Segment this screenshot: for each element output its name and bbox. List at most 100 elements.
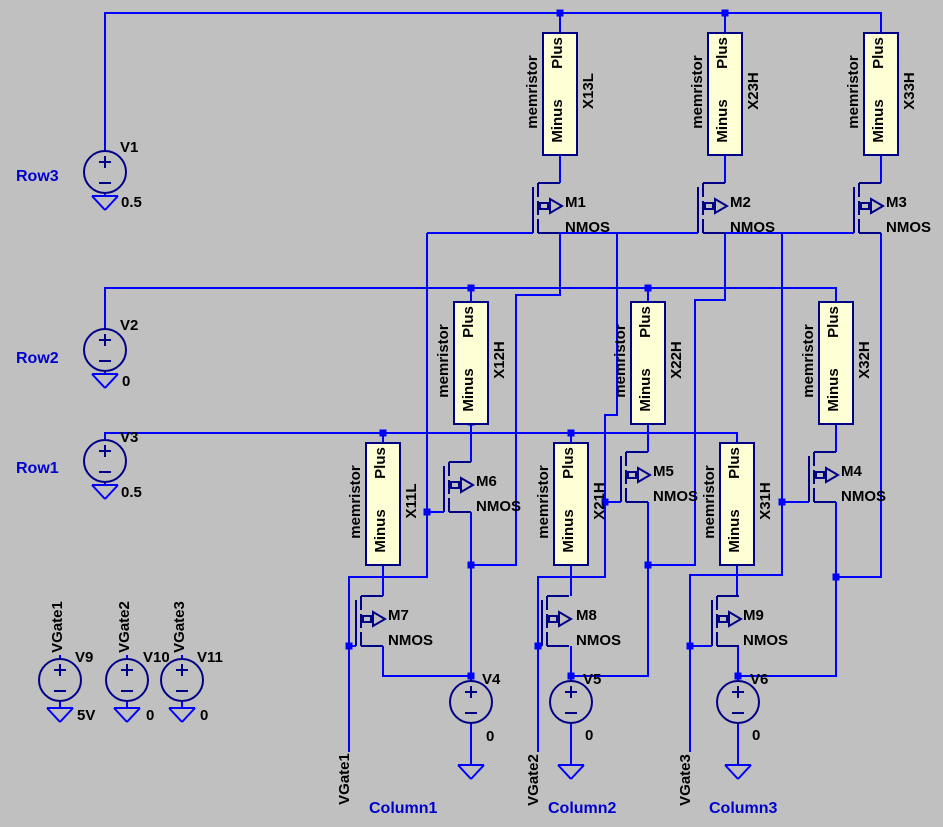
transistor-name-label[interactable]: M8 bbox=[576, 607, 597, 624]
ground-icon[interactable] bbox=[46, 707, 74, 723]
wire-source-stubs[interactable] bbox=[59, 193, 183, 708]
source-name-label[interactable]: V2 bbox=[120, 317, 138, 334]
net-label-row2[interactable]: Row2 bbox=[16, 350, 59, 367]
voltage-source-v5[interactable]: V5 0 bbox=[549, 671, 601, 780]
voltage-source-v1[interactable]: V1 0.5 bbox=[83, 139, 142, 211]
source-name-label[interactable]: V4 bbox=[482, 671, 501, 688]
net-label-column2[interactable]: Column2 bbox=[548, 800, 617, 817]
memristor-x22h[interactable]: memristor Plus Minus X22H bbox=[612, 301, 685, 425]
ground-icon[interactable] bbox=[91, 484, 119, 500]
voltage-source-v11[interactable]: VGate3 V11 0 bbox=[160, 601, 223, 724]
wire-net-vgate3[interactable] bbox=[689, 233, 809, 752]
transistor-model-label[interactable]: NMOS bbox=[653, 488, 698, 505]
transistor-model-label[interactable]: NMOS bbox=[841, 488, 886, 505]
memristor-x11l[interactable]: memristor Plus Minus X11L bbox=[347, 442, 420, 566]
transistor-model-label[interactable]: NMOS bbox=[476, 498, 521, 515]
wire-net-column1[interactable] bbox=[382, 233, 561, 765]
source-name-label[interactable]: V5 bbox=[583, 671, 601, 688]
transistor-m5[interactable]: M5 NMOS bbox=[620, 451, 698, 505]
voltage-source-v4[interactable]: V4 0 bbox=[449, 671, 501, 780]
source-value-label[interactable]: 0 bbox=[122, 373, 130, 390]
transistor-m8[interactable]: M8 NMOS bbox=[541, 595, 621, 649]
memristor-x23h[interactable]: memristor Plus Minus X23H bbox=[689, 32, 762, 156]
voltage-source-v2[interactable]: V2 0 bbox=[83, 317, 138, 390]
memristor-instance-label[interactable]: X23H bbox=[745, 72, 762, 110]
memristor-x12h[interactable]: memristor Plus Minus X12H bbox=[435, 301, 508, 425]
wire-net-column3[interactable] bbox=[737, 233, 882, 765]
ground-icon[interactable] bbox=[91, 373, 119, 389]
memristor-instance-label[interactable]: X22H bbox=[668, 341, 685, 379]
source-name-label[interactable]: V6 bbox=[750, 671, 768, 688]
net-label-vgate1-flag[interactable]: VGate1 bbox=[49, 601, 66, 653]
transistor-model-label[interactable]: NMOS bbox=[388, 632, 433, 649]
source-name-label[interactable]: V10 bbox=[143, 649, 170, 666]
net-label-vgate2-flag[interactable]: VGate2 bbox=[116, 601, 133, 653]
memristor-instance-label[interactable]: X11L bbox=[403, 483, 420, 518]
source-name-label[interactable]: V11 bbox=[197, 649, 223, 666]
voltage-source-v10[interactable]: VGate2 V10 0 bbox=[105, 601, 170, 724]
memristor-x33h[interactable]: memristor Plus Minus X33H bbox=[845, 32, 918, 156]
source-name-label[interactable]: V1 bbox=[120, 139, 138, 156]
transistor-name-label[interactable]: M5 bbox=[653, 463, 674, 480]
source-value-label[interactable]: 5V bbox=[77, 707, 95, 724]
transistor-name-label[interactable]: M6 bbox=[476, 473, 497, 490]
source-value-label[interactable]: 0 bbox=[752, 727, 760, 744]
ground-icon[interactable] bbox=[113, 707, 141, 723]
wire-net-column2[interactable] bbox=[570, 233, 726, 765]
net-label-vgate3[interactable]: VGate3 bbox=[677, 754, 694, 806]
source-value-label[interactable]: 0.5 bbox=[121, 484, 142, 501]
wire-memristor-bottom-pins[interactable] bbox=[382, 155, 882, 596]
source-value-label[interactable]: 0 bbox=[585, 727, 593, 744]
net-label-vgate1[interactable]: VGate1 bbox=[336, 753, 353, 805]
memristor-instance-label[interactable]: X32H bbox=[856, 341, 873, 379]
voltage-source-v6[interactable]: V6 0 bbox=[716, 671, 768, 780]
transistor-model-label[interactable]: NMOS bbox=[886, 219, 931, 236]
memristor-instance-label[interactable]: X13L bbox=[580, 73, 597, 109]
transistor-model-label[interactable]: NMOS bbox=[730, 219, 775, 236]
transistor-name-label[interactable]: M7 bbox=[388, 607, 409, 624]
memristor-x21h[interactable]: memristor Plus Minus X21H bbox=[535, 442, 608, 566]
transistor-name-label[interactable]: M9 bbox=[743, 607, 764, 624]
ground-icon[interactable] bbox=[724, 764, 752, 780]
memristor-instance-label[interactable]: X21H bbox=[591, 482, 608, 520]
ground-icon[interactable] bbox=[457, 764, 485, 780]
transistor-m3[interactable]: M3 NMOS bbox=[853, 182, 931, 236]
ground-icon[interactable] bbox=[91, 195, 119, 211]
net-label-vgate2[interactable]: VGate2 bbox=[525, 754, 542, 806]
wire-net-row3[interactable] bbox=[104, 12, 882, 152]
transistor-m1[interactable]: M1 NMOS bbox=[532, 182, 610, 236]
transistor-m2[interactable]: M2 NMOS bbox=[697, 182, 775, 236]
source-value-label[interactable]: 0.5 bbox=[121, 194, 142, 211]
transistor-name-label[interactable]: M3 bbox=[886, 194, 907, 211]
memristor-instance-label[interactable]: X31H bbox=[757, 482, 774, 520]
voltage-source-v3[interactable]: V3 0.5 bbox=[83, 429, 142, 501]
source-value-label[interactable]: 0 bbox=[486, 728, 494, 745]
transistor-model-label[interactable]: NMOS bbox=[743, 632, 788, 649]
memristor-instance-label[interactable]: X12H bbox=[491, 341, 508, 379]
transistor-name-label[interactable]: M1 bbox=[565, 194, 586, 211]
source-name-label[interactable]: V3 bbox=[120, 429, 138, 446]
transistor-m7[interactable]: M7 NMOS bbox=[355, 595, 433, 649]
transistor-m6[interactable]: M6 NMOS bbox=[443, 461, 521, 515]
net-label-vgate3-flag[interactable]: VGate3 bbox=[171, 601, 188, 653]
memristor-x31h[interactable]: memristor Plus Minus X31H bbox=[701, 442, 774, 566]
transistor-model-label[interactable]: NMOS bbox=[565, 219, 610, 236]
ground-icon[interactable] bbox=[168, 707, 196, 723]
transistor-model-label[interactable]: NMOS bbox=[576, 632, 621, 649]
net-label-column1[interactable]: Column1 bbox=[369, 800, 438, 817]
transistor-m9[interactable]: M9 NMOS bbox=[711, 595, 788, 649]
source-value-label[interactable]: 0 bbox=[200, 707, 208, 724]
source-name-label[interactable]: V9 bbox=[75, 649, 93, 666]
transistor-name-label[interactable]: M4 bbox=[841, 463, 862, 480]
net-label-row1[interactable]: Row1 bbox=[16, 460, 59, 477]
source-value-label[interactable]: 0 bbox=[146, 707, 154, 724]
wire-net-row1[interactable] bbox=[104, 432, 738, 443]
net-label-row3[interactable]: Row3 bbox=[16, 168, 59, 185]
voltage-source-v9[interactable]: VGate1 V9 5V bbox=[38, 601, 95, 724]
ground-icon[interactable] bbox=[557, 764, 585, 780]
memristor-instance-label[interactable]: X33H bbox=[901, 72, 918, 110]
memristor-x32h[interactable]: memristor Plus Minus X32H bbox=[800, 301, 873, 425]
net-label-column3[interactable]: Column3 bbox=[709, 800, 778, 817]
transistor-m4[interactable]: M4 NMOS bbox=[808, 451, 886, 505]
memristor-x13l[interactable]: memristor Plus Minus X13L bbox=[524, 32, 597, 156]
